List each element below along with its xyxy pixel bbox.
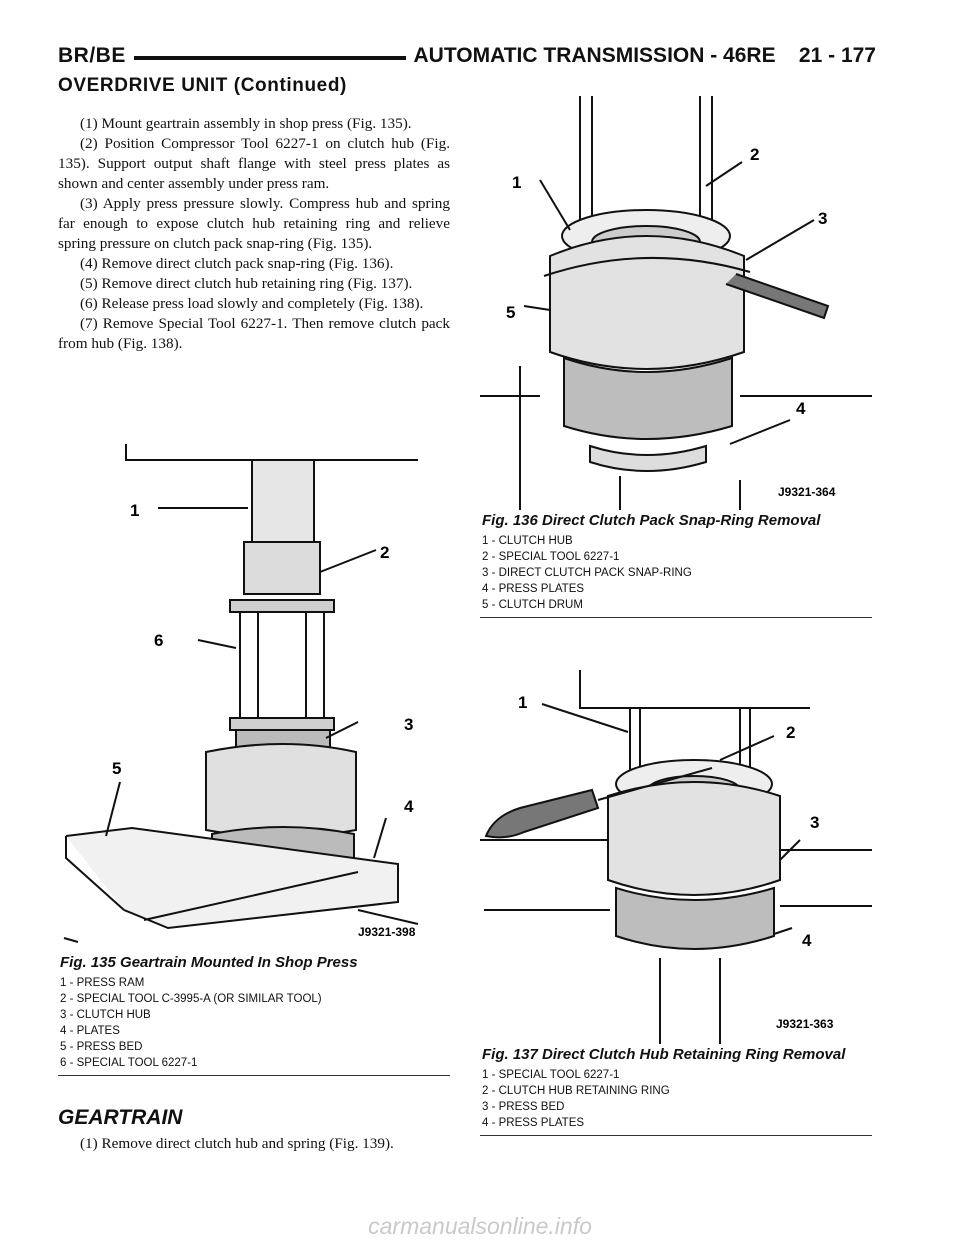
fig137-illustration: 1 2 3 4 J9321-363 (480, 670, 872, 1044)
legend-item: 5 - CLUTCH DRUM (482, 599, 583, 611)
fig136-illustration: 1 2 3 4 5 J9321-364 (480, 96, 872, 510)
procedure-step: (7) Remove Special Tool 6227-1. Then rem… (58, 315, 450, 352)
legend-item: 4 - PRESS PLATES (482, 583, 585, 595)
figure-136: 1 2 3 4 5 J9321-364 Fig. 136 Direct Clut… (480, 96, 872, 618)
fig135-callout: 6 (154, 631, 163, 650)
fig135-callout: 2 (380, 543, 389, 562)
legend-item: 2 - SPECIAL TOOL C-3995-A (OR SIMILAR TO… (60, 993, 322, 1005)
fig136-callout: 3 (818, 209, 827, 228)
fig135-illustration: 1 2 3 4 5 6 J9321-398 (63, 444, 419, 943)
procedure-step: (2) Position Compressor Tool 6227-1 on c… (58, 135, 450, 192)
fig137-callout: 3 (810, 813, 819, 832)
fig137-callout: 2 (786, 723, 795, 742)
procedure-step: (5) Remove direct clutch hub retaining r… (80, 275, 413, 292)
figure-135: 1 2 3 4 5 6 J9321-398 Fig. 135 Geartrain… (58, 440, 450, 1076)
fig136-caption: Fig. 136 Direct Clutch Pack Snap-Ring Re… (482, 512, 821, 529)
procedure-steps: (1) Mount geartrain assembly in shop pre… (58, 114, 450, 354)
procedure-step: (4) Remove direct clutch pack snap-ring … (80, 255, 394, 272)
legend-item: 3 - PRESS BED (482, 1101, 565, 1113)
procedure-step: (6) Release press load slowly and comple… (80, 295, 424, 312)
figure-137: 1 2 3 4 J9321-363 Fig. 137 Direct Clutch… (480, 664, 872, 1136)
procedure-step: (3) Apply press pressure slowly. Compres… (58, 195, 450, 252)
fig135-caption: Fig. 135 Geartrain Mounted In Shop Press (60, 954, 358, 971)
procedure-step: (1) Mount geartrain assembly in shop pre… (80, 115, 412, 132)
geartrain-heading: GEARTRAIN (58, 1106, 183, 1129)
fig136-legend: 1 - CLUTCH HUB 2 - SPECIAL TOOL 6227-1 3… (482, 533, 872, 617)
fig136-callout: 4 (796, 399, 806, 418)
fig135-legend: 1 - PRESS RAM 2 - SPECIAL TOOL C-3995-A … (60, 975, 450, 1075)
fig135-callout: 5 (112, 759, 121, 778)
legend-item: 3 - DIRECT CLUTCH PACK SNAP-RING (482, 567, 692, 579)
fig137-callout: 1 (518, 693, 527, 712)
header-page-ref: AUTOMATIC TRANSMISSION - 46RE 21 - 177 (405, 44, 876, 68)
legend-item: 1 - PRESS RAM (60, 977, 145, 989)
fig137-code: J9321-363 (776, 1017, 834, 1031)
fig135-callout: 4 (404, 797, 414, 816)
legend-item: 1 - SPECIAL TOOL 6227-1 (482, 1069, 620, 1081)
legend-item: 1 - CLUTCH HUB (482, 535, 573, 547)
fig137-legend: 1 - SPECIAL TOOL 6227-1 2 - CLUTCH HUB R… (482, 1067, 872, 1135)
fig135-code: J9321-398 (358, 925, 416, 939)
legend-item: 4 - PRESS PLATES (482, 1117, 585, 1129)
legend-item: 5 - PRESS BED (60, 1041, 143, 1053)
header-model: BR/BE (58, 44, 134, 68)
legend-item: 6 - SPECIAL TOOL 6227-1 (60, 1057, 198, 1069)
legend-item: 2 - CLUTCH HUB RETAINING RING (482, 1085, 670, 1097)
fig136-callout: 2 (750, 145, 759, 164)
fig135-callout: 1 (130, 501, 139, 520)
fig137-callout: 4 (802, 931, 812, 950)
section-title: OVERDRIVE UNIT (Continued) (58, 75, 347, 96)
legend-item: 2 - SPECIAL TOOL 6227-1 (482, 551, 620, 563)
watermark: carmanualsonline.info (368, 1213, 592, 1239)
fig135-callout: 3 (404, 715, 413, 734)
fig137-caption: Fig. 137 Direct Clutch Hub Retaining Rin… (482, 1046, 846, 1063)
fig136-callout: 1 (512, 173, 521, 192)
fig136-code: J9321-364 (778, 485, 836, 499)
geartrain-step: (1) Remove direct clutch hub and spring … (80, 1135, 394, 1152)
fig136-callout: 5 (506, 303, 515, 322)
legend-item: 3 - CLUTCH HUB (60, 1009, 151, 1021)
legend-item: 4 - PLATES (60, 1025, 120, 1037)
